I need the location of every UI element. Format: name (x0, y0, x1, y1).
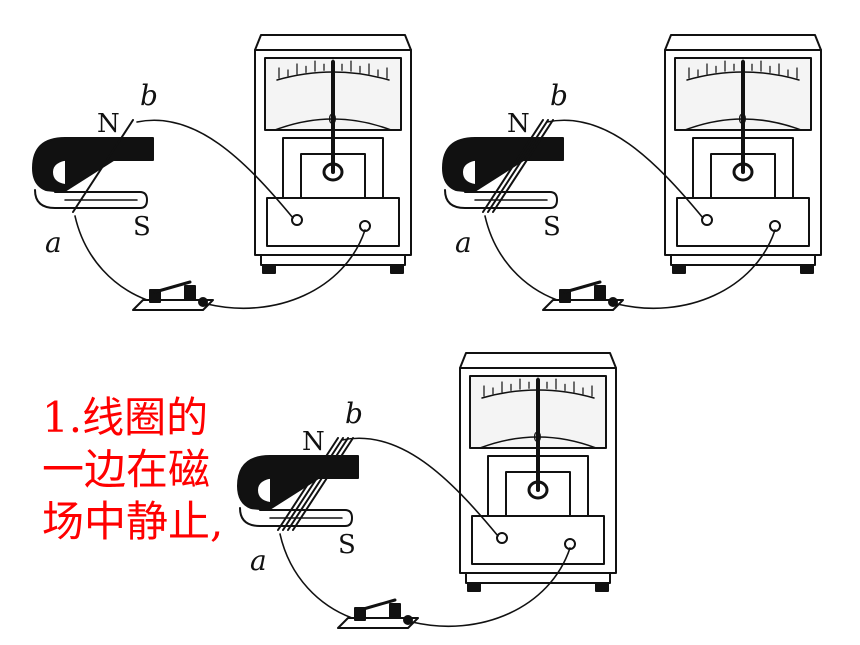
switch-lever (358, 598, 397, 612)
diagram-drawing (32, 34, 412, 311)
label-south: S (543, 212, 561, 242)
wire-a-to-switch (74, 215, 148, 301)
wire-a-to-switch (484, 215, 558, 301)
switch-terminal (608, 297, 618, 307)
coil-wire (487, 119, 549, 213)
galvanometer-foot-bar (465, 572, 611, 584)
coil (72, 119, 134, 213)
coil (277, 437, 354, 531)
galvanometer-lid (664, 34, 822, 51)
wire-b-to-galvanometer (136, 119, 294, 219)
galvanometer-foot-right (800, 264, 814, 274)
label-terminal-b: b (550, 79, 568, 112)
coil-wire (282, 437, 344, 531)
diagram-drawing (442, 34, 822, 311)
wire-switch-to-galvanometer (411, 547, 571, 628)
wires (74, 119, 366, 310)
galvanometer-foot-bar (670, 254, 816, 266)
galvanometer-foot-bar (260, 254, 406, 266)
wire-b-to-galvanometer (546, 119, 704, 219)
horseshoe-magnet (32, 137, 154, 209)
galvanometer-foot-left (262, 264, 276, 274)
wire-switch-to-galvanometer (616, 229, 776, 310)
caption-line-3: 场中静止, (42, 497, 224, 546)
dial-zero-label: 0 (328, 112, 337, 128)
galvanometer-lid (254, 34, 412, 51)
switch-post-right (389, 603, 401, 619)
terminal-left (496, 532, 508, 544)
caption: 1.线圈的 一边在磁 场中静止, (42, 392, 232, 548)
galvanometer (459, 352, 617, 592)
galvanometer-foot-right (595, 582, 609, 592)
label-terminal-b: b (140, 79, 158, 112)
switch-post-right (184, 285, 196, 301)
switch-lever (563, 280, 602, 294)
label-terminal-a: a (455, 226, 472, 259)
wires (279, 437, 571, 628)
label-north: N (507, 109, 530, 139)
galvanometer (664, 34, 822, 274)
terminal-left (701, 214, 713, 226)
switch-post-right (594, 285, 606, 301)
galvanometer-lid (459, 352, 617, 369)
terminal-left (291, 214, 303, 226)
label-terminal-b: b (345, 397, 363, 430)
label-south: S (338, 530, 356, 560)
magnet-north-pole (64, 137, 154, 161)
coil-wire (287, 437, 349, 531)
label-terminal-a: a (45, 226, 62, 259)
wires (484, 119, 776, 310)
coil-wire (292, 437, 354, 531)
diagram-drawing (237, 352, 617, 629)
magnet-south-arm (34, 189, 148, 209)
terminal-base (676, 197, 810, 247)
coil-wire (482, 119, 544, 213)
apparatus-diagram: N Sa b 0 (237, 352, 617, 629)
dial-zero-label: 0 (738, 112, 747, 128)
terminal-base (266, 197, 400, 247)
switch (542, 280, 624, 311)
label-terminal-a: a (250, 544, 267, 577)
galvanometer (254, 34, 412, 274)
coil (482, 119, 554, 213)
label-north: N (97, 109, 120, 139)
switch-post-left (149, 289, 161, 303)
dial-zero-label: 0 (533, 430, 542, 446)
wire-a-to-switch (279, 533, 353, 619)
galvanometer-foot-left (467, 582, 481, 592)
switch (132, 280, 214, 311)
switch (337, 598, 419, 629)
terminal-base (471, 515, 605, 565)
coil-wire (72, 119, 134, 213)
switch-post-left (354, 607, 366, 621)
galvanometer-foot-left (672, 264, 686, 274)
apparatus-diagram: N Sa b 0 (32, 34, 412, 311)
wire-switch-to-galvanometer (206, 229, 366, 310)
label-south: S (133, 212, 151, 242)
apparatus-diagram: N Sa b 0 (442, 34, 822, 311)
magnet-north-pole (269, 455, 359, 479)
switch-terminal (403, 615, 413, 625)
label-north: N (302, 427, 325, 457)
coil-wire (492, 119, 554, 213)
horseshoe-magnet (237, 455, 359, 527)
caption-line-2: 一边在磁 (42, 445, 211, 494)
wire-b-to-galvanometer (341, 437, 499, 537)
switch-terminal (198, 297, 208, 307)
caption-line-1: 1.线圈的 (42, 393, 209, 442)
galvanometer-foot-right (390, 264, 404, 274)
magnet-north-pole (474, 137, 564, 161)
coil-wire (277, 437, 339, 531)
switch-lever (153, 280, 192, 294)
switch-post-left (559, 289, 571, 303)
